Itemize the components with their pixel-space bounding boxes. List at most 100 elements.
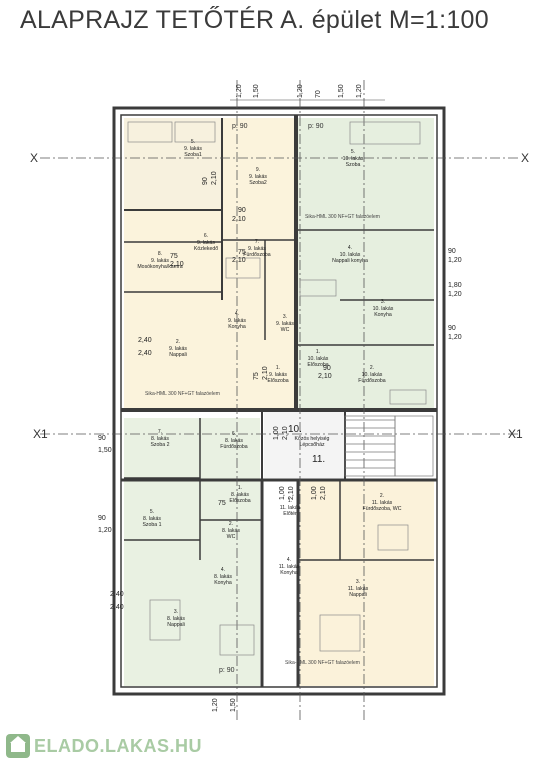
room-apartment: 8. lakás	[231, 492, 249, 498]
inner-dim-20: 11.	[312, 454, 325, 465]
axis-x1-right-label: X1	[508, 427, 523, 441]
room-number: 6.	[204, 233, 208, 239]
room-name: Konyha	[228, 324, 246, 330]
apt11-area	[300, 480, 434, 686]
room-apartment: 8. lakás	[167, 616, 185, 622]
inner-dim-10: 90	[323, 365, 331, 372]
left-lower-dim-5: 2,40	[110, 604, 124, 611]
top-dim-4: 1,50	[338, 84, 345, 98]
window-note-2: p: 90	[308, 123, 324, 130]
inner-dim-11: 2,10	[318, 373, 332, 380]
room-number: 9.	[256, 167, 260, 173]
room-number: 1.	[238, 485, 242, 491]
room-number: 1.	[288, 498, 292, 504]
room-name: Közlekedő	[194, 246, 218, 252]
room-number: 2.	[176, 339, 180, 345]
wall-note-top: Sika-HML 300 NF+GT falazóelem	[305, 214, 380, 220]
inner-dim-2: 90	[202, 177, 209, 185]
axis-x-left-label: X	[30, 151, 38, 165]
top-dim-1: 1,50	[253, 84, 260, 98]
room-apartment: 8. lakás	[225, 438, 243, 444]
top-dim-5: 1,20	[356, 84, 363, 98]
room-name: WC	[281, 327, 290, 333]
room-name: Szoba	[346, 162, 361, 168]
room-name: Előszoba	[307, 362, 328, 368]
inner-dim-14: 75	[218, 500, 226, 507]
room-number: 4.	[287, 557, 291, 563]
room-number: 6.	[232, 431, 236, 437]
room-apartment: 9. lakás	[249, 174, 267, 180]
left-upper-dim-1: 2,40	[138, 350, 152, 357]
room-apartment: 11. lakás	[280, 505, 301, 511]
room-number: 3.	[283, 314, 287, 320]
room-number: 5.	[150, 509, 154, 515]
room-name: Szoba2	[249, 180, 267, 186]
right-dim-3: 1,20	[448, 291, 462, 298]
room-apartment: 8. lakás	[214, 574, 232, 580]
room-apartment: 8. lakás	[151, 436, 169, 442]
room-name: Fürdőszoba	[220, 444, 248, 450]
wall-note-mid: Sika-HML 300 NF+GT falazóelem	[145, 391, 220, 397]
right-dim-2: 1,80	[448, 282, 462, 289]
room-number: 8.	[158, 251, 162, 257]
inner-dim-8: 75	[253, 372, 260, 380]
room-number: 2.	[370, 365, 374, 371]
room-name: Előtér	[283, 511, 297, 517]
inner-dim-13: 2,10	[282, 426, 289, 440]
house-logo-icon	[6, 734, 30, 758]
inner-dim-16: 2,10	[288, 486, 295, 500]
room-name: WC	[227, 534, 236, 540]
outer-wall	[112, 106, 446, 696]
room-apartment: 10. lakás	[362, 372, 383, 378]
inner-dim-17: 1,00	[311, 486, 318, 500]
room-name: Nappali	[169, 352, 187, 358]
room-name: Szoba1	[184, 152, 202, 158]
staircase	[344, 415, 434, 477]
room-apartment: 9. lakás	[248, 246, 266, 252]
room-number: 7.	[158, 429, 162, 435]
room-apartment: Közös helyiség	[295, 436, 330, 442]
room-number: 4.	[221, 567, 225, 573]
room-apartment: 9. lakás	[184, 146, 202, 152]
top-dim-0: 1,20	[236, 84, 243, 98]
room-number: 2.	[229, 521, 233, 527]
left-lower-dim-4: 2,40	[110, 591, 124, 598]
inner-dim-9: 2,10	[262, 366, 269, 380]
room-name: Előszoba	[229, 498, 250, 504]
apartment-fills	[124, 118, 434, 686]
apt9-left-area	[124, 118, 222, 208]
inner-dim-7: 2,10	[232, 257, 246, 264]
left-lower-dim-2: 90	[98, 515, 106, 522]
inner-dim-4: 75	[170, 253, 178, 260]
room-name: Fürdőszoba, WC	[363, 506, 402, 512]
room-name: Konyha	[280, 570, 298, 576]
window-note-3: p: 90	[219, 667, 235, 674]
inner-dim-6: 75	[238, 249, 246, 256]
room-name: Konyha	[374, 312, 392, 318]
room-apartment: 10. lakás	[308, 356, 329, 362]
inner-wall-line	[120, 114, 438, 688]
room-apartment: 11. lakás	[279, 564, 300, 570]
room-number: 4.	[235, 311, 239, 317]
room-apartment: 9. lakás	[228, 318, 246, 324]
axis-x-right-label: X	[521, 151, 529, 165]
bottom-dim-1: 1,50	[230, 698, 237, 712]
room-name: Előszoba	[267, 378, 288, 384]
room-name: Mosókonyha/kamra	[137, 264, 182, 270]
right-dim-0: 90	[448, 248, 456, 255]
room-apartment: 9. lakás	[151, 258, 169, 264]
room-number: 3.	[356, 579, 360, 585]
furniture	[127, 121, 427, 656]
room-number: 7.	[255, 239, 259, 245]
room-apartment: 9. lakás	[269, 372, 287, 378]
inner-dim-1: 2,10	[232, 216, 246, 223]
room-name: Szoba 2	[150, 442, 169, 448]
top-dim-2: 1,20	[297, 84, 304, 98]
room-number: 1.	[276, 365, 280, 371]
apt8-area	[124, 418, 260, 686]
watermark-text: ELADO.LAKAS.HU	[34, 735, 202, 756]
